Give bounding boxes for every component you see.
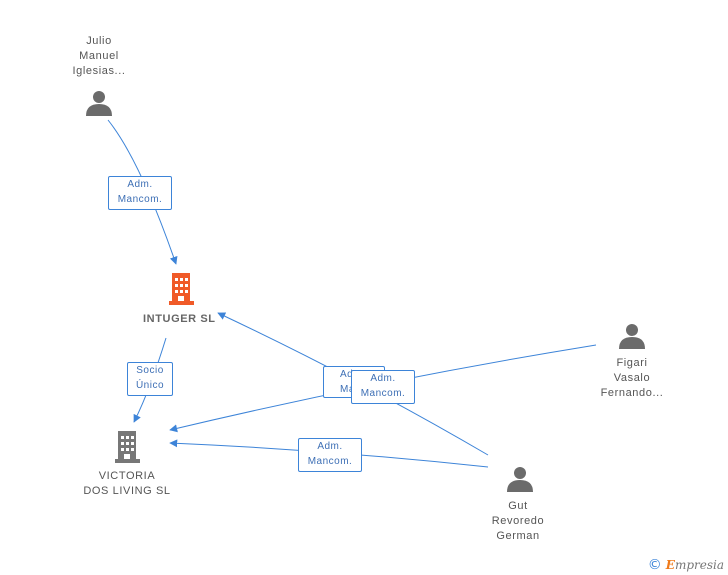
person-name-line: Fernando...	[600, 387, 664, 399]
person-label-figari[interactable]: Figari Vasalo Fernando...	[592, 356, 672, 401]
person-name-line: Figari	[616, 357, 648, 369]
edge-label-line: Adm.	[127, 179, 153, 190]
edge-label-line: Mancom.	[307, 456, 353, 467]
person-name-line: Gut	[508, 500, 528, 512]
building-icon-victoria[interactable]	[115, 431, 140, 463]
person-label-gut[interactable]: Gut Revoredo German	[478, 499, 558, 544]
edge-label-line: Mancom.	[117, 194, 163, 205]
company-label-victoria[interactable]: VICTORIA DOS LIVING SL	[72, 469, 182, 499]
edge-label-julio-intuger[interactable]: Adm. Mancom.	[108, 176, 172, 210]
edge-label-figari-victoria[interactable]: Adm. Mancom.	[351, 370, 415, 404]
edge-label-line: Man	[340, 382, 384, 397]
brand-name: mpresia	[674, 558, 724, 572]
edge-label-line: Único	[135, 380, 165, 391]
person-name-line: Vasalo	[613, 372, 651, 384]
person-name-line: Julio	[86, 35, 112, 47]
company-label-intuger[interactable]: INTUGER SL	[143, 313, 216, 325]
person-name-line: Manuel	[79, 50, 119, 62]
building-icon-intuger[interactable]	[169, 273, 194, 305]
edge-label-gut-victoria[interactable]: Adm. Mancom.	[298, 438, 362, 472]
company-name-line: VICTORIA	[98, 470, 156, 482]
edge-label-intuger-victoria[interactable]: Socio Único	[127, 362, 173, 396]
person-name-line: German	[496, 530, 540, 542]
person-icon-julio[interactable]	[86, 91, 112, 116]
company-name-line: DOS LIVING SL	[83, 485, 171, 497]
edge-label-line: Ad	[340, 369, 354, 380]
edge-label-line: Adm.	[317, 441, 343, 452]
brand-initial: E	[665, 558, 675, 572]
edge-label-line: Adm.	[370, 373, 396, 384]
empresia-logo: ©Empresia	[648, 557, 724, 573]
person-icon-gut[interactable]	[507, 467, 533, 492]
edge-label-line: Mancom.	[360, 388, 406, 399]
copyright-icon: ©	[647, 557, 662, 573]
person-name-line: Revoredo	[491, 515, 545, 527]
edge-label-line: Socio	[136, 365, 164, 376]
person-label-julio[interactable]: Julio Manuel Iglesias...	[59, 34, 139, 79]
person-name-line: Iglesias...	[72, 65, 126, 77]
person-icon-figari[interactable]	[619, 324, 645, 349]
